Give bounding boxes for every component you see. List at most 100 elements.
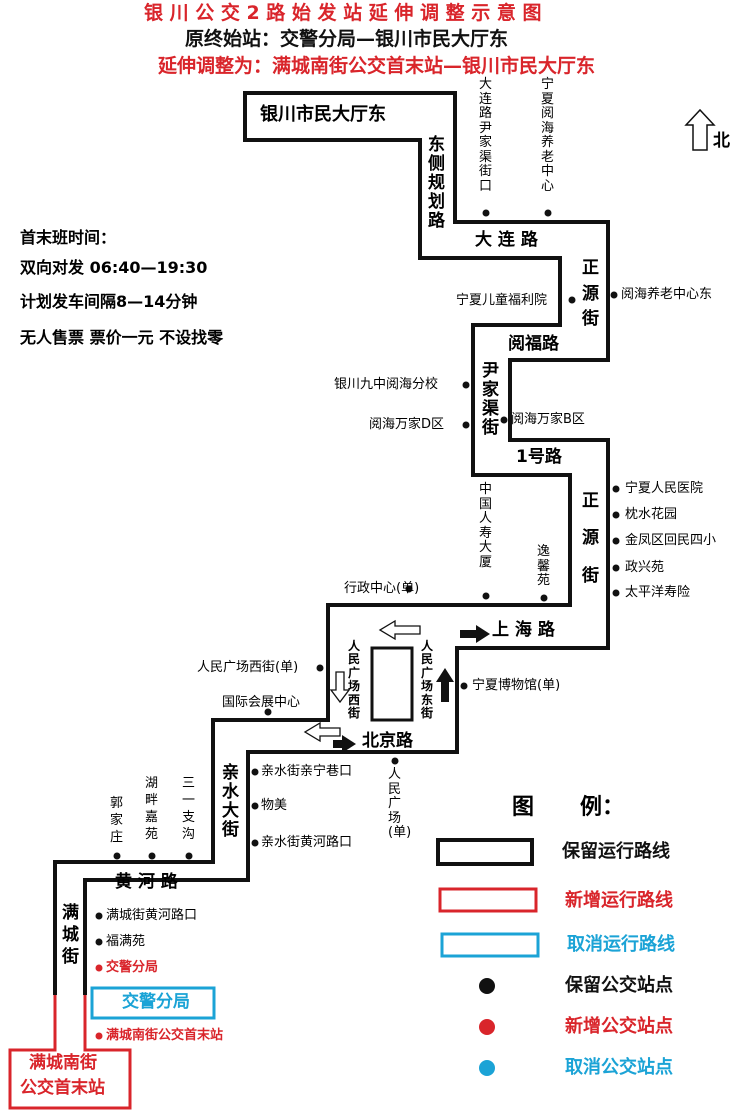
- stop-rmgc-xijie: 人民广场西街(单): [197, 660, 299, 675]
- road-mancheng: 满城街: [62, 903, 79, 968]
- stop-yuehai-yanglao-east: 阅海养老中心东: [621, 287, 713, 302]
- stop-wanjia-d: 阅海万家D区: [369, 417, 445, 432]
- stop-dot: [544, 209, 552, 217]
- legend-cancelled-stop-label: 取消公交站点: [565, 1057, 673, 1078]
- stop-dot: [612, 537, 620, 545]
- road-yinjiaqu: 尹家渠街: [482, 361, 499, 439]
- stop-mc-huanghe: 满城街黄河路口: [106, 908, 198, 923]
- stop-dot: [612, 511, 620, 519]
- road-yuefu: 阅福路: [508, 334, 559, 354]
- arrow-left-outline-icon: [378, 619, 421, 641]
- stop-dot: [95, 938, 103, 946]
- road-zhengyuan-south: 正源街: [582, 491, 599, 586]
- added-route-line: [8, 995, 132, 1110]
- stop-dot: [251, 802, 259, 810]
- stop-dot: [462, 421, 470, 429]
- stop-huizhan: 国际会展中心: [222, 695, 301, 710]
- arrow-right-solid-icon: [460, 625, 490, 643]
- stop-dot: [251, 768, 259, 776]
- arrow-right-solid-icon: [333, 735, 356, 753]
- stop-hupan: 湖畔嘉苑: [145, 776, 159, 842]
- stop-mancheng-terminal: 满城南街公交首末站: [106, 1028, 224, 1043]
- stop-dot: [391, 757, 399, 765]
- road-dongce: 东侧规划路: [428, 135, 445, 232]
- arrow-left-outline-icon: [303, 721, 341, 743]
- terminal-new-line1: 满城南街: [29, 1053, 97, 1073]
- stop-dot: [482, 592, 490, 600]
- legend-cancelled-dot: [479, 1060, 495, 1076]
- stop-dot: [612, 589, 620, 597]
- stop-wumei: 物美: [261, 798, 288, 813]
- north-label: 北: [713, 131, 730, 151]
- stop-jiaojing-new: 交警分局: [106, 960, 159, 975]
- north-arrow-icon: [684, 108, 716, 151]
- terminal-north: 银川市民大厅东: [260, 104, 386, 125]
- stop-wanjia-b: 阅海万家B区: [511, 412, 585, 427]
- stop-renshou: 中国人寿大厦: [479, 482, 493, 570]
- road-zhengyuan-north: 正源街: [582, 258, 599, 329]
- stop-sanyi: 三一支沟: [182, 776, 196, 842]
- added-stop-dots: [95, 964, 103, 1040]
- stop-dot: [264, 708, 272, 716]
- people-square-block: [370, 646, 414, 722]
- road-rmgc-west: 人民广场西街: [348, 639, 361, 721]
- stop-qs-huanghe: 亲水街黄河路口: [261, 835, 353, 850]
- stop-dot: [113, 852, 121, 860]
- legend-cancelled-line-swatch: [440, 932, 540, 958]
- stop-taipingyang: 太平洋寿险: [625, 585, 691, 600]
- legend-added-line-swatch: [438, 887, 538, 913]
- stop-dot: [405, 585, 413, 593]
- stop-jiuzhong: 银川九中阅海分校: [334, 377, 439, 392]
- stop-dot: [568, 296, 576, 304]
- extended-route-text: 延伸调整为：满城南街公交首末站—银川市民大厅东: [158, 55, 596, 77]
- road-huanghe: 黄 河 路: [115, 872, 178, 892]
- schedule-interval: 计划发车间隔8—14分钟: [20, 292, 198, 311]
- fare-info: 无人售票 票价一元 不设找零: [20, 328, 224, 347]
- stop-dot: [540, 594, 548, 602]
- legend-cancelled-line-label: 取消运行路线: [567, 934, 675, 955]
- stop-renmin-yiyuan: 宁夏人民医院: [625, 481, 704, 496]
- road-dalian: 大 连 路: [475, 230, 538, 250]
- stop-dot: [482, 209, 490, 217]
- stop-ertong: 宁夏儿童福利院: [456, 293, 548, 308]
- legend-added-dot: [479, 1019, 495, 1035]
- stop-zhenshui: 枕水花园: [625, 507, 678, 522]
- stop-zhengxing: 政兴苑: [625, 560, 665, 575]
- stop-xingzheng: 行政中心(单): [344, 581, 420, 596]
- stop-dot-new: [95, 964, 103, 972]
- stop-dot: [460, 682, 468, 690]
- terminal-new-line2: 公交首末站: [20, 1078, 105, 1098]
- legend-added-stop-label: 新增公交站点: [565, 1016, 673, 1037]
- road-yihao: 1号路: [516, 447, 562, 467]
- stop-bowuguan: 宁夏博物馆(单): [472, 678, 561, 693]
- stop-yixin: 逸馨苑: [537, 544, 551, 589]
- road-shanghai: 上 海 路: [492, 620, 555, 640]
- stop-yuehai-yanglao: 宁夏阅海养老中心: [541, 77, 555, 194]
- stop-dalian-yinjia: 大连路尹家渠街口: [479, 77, 493, 194]
- stop-dot: [316, 664, 324, 672]
- stop-dot: [500, 416, 508, 424]
- road-beijing: 北京路: [362, 731, 413, 751]
- stop-dot: [185, 852, 193, 860]
- stop-renmin-guangchang: 人民广场(单): [388, 767, 412, 841]
- stop-dot: [462, 381, 470, 389]
- stop-jinfeng-sixiao: 金凤区回民四小: [625, 533, 717, 548]
- stop-guojiazhuang: 郭家庄: [110, 796, 124, 845]
- kept-stop-dots: [95, 209, 620, 946]
- original-route-text: 原终始站：交警分局—银川市民大厅东: [185, 28, 509, 50]
- legend-kept-line-swatch: [436, 838, 534, 866]
- legend-kept-dot: [479, 978, 495, 994]
- stop-dot: [251, 839, 259, 847]
- legend-title: 图 例：: [512, 795, 624, 820]
- road-qinshui: 亲水大街: [222, 763, 239, 841]
- stop-fuman: 福满苑: [106, 934, 146, 949]
- stop-dot: [95, 912, 103, 920]
- stop-dot-new: [95, 1032, 103, 1040]
- terminal-cancelled: 交警分局: [122, 992, 190, 1012]
- stop-dot: [612, 564, 620, 572]
- stop-ningxiang: 亲水街亲宁巷口: [261, 764, 353, 779]
- stop-dot: [148, 852, 156, 860]
- stop-dot: [612, 485, 620, 493]
- page-title: 银 川 公 交 2 路 始 发 站 延 伸 调 整 示 意 图: [144, 2, 542, 24]
